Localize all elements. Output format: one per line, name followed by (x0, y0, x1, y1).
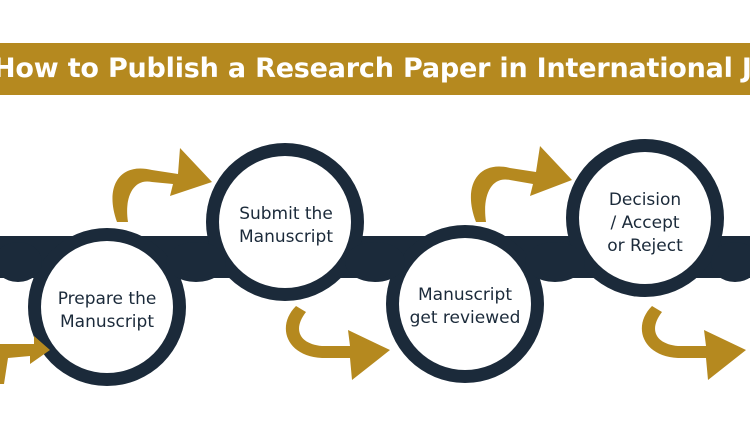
connector-joint (711, 242, 750, 282)
step-2-label: Submit the Manuscript (238, 204, 333, 247)
connector-joint (525, 242, 585, 282)
connector-joint (0, 242, 42, 282)
connector-joint (345, 242, 405, 282)
step-4-node (579, 152, 711, 284)
step-3-node (399, 238, 531, 370)
curved-arrow-icon (470, 146, 572, 222)
step-2-node (219, 156, 351, 288)
step-4-label: Decision / Accept or Reject (607, 190, 683, 256)
curved-arrow-icon (112, 148, 212, 222)
curved-arrow-icon (285, 306, 390, 380)
page-title: How to Publish a Research Paper in Inter… (0, 53, 750, 84)
title-banner: How to Publish a Research Paper in Inter… (0, 43, 750, 95)
curved-arrow-icon (641, 306, 746, 380)
connector-joint (166, 242, 226, 282)
curved-arrow-icon (0, 336, 50, 384)
step-3-label: Manuscript get reviewed (409, 285, 521, 328)
step-1-label: Prepare the Manuscript (57, 289, 157, 332)
step-1-node (41, 241, 173, 373)
